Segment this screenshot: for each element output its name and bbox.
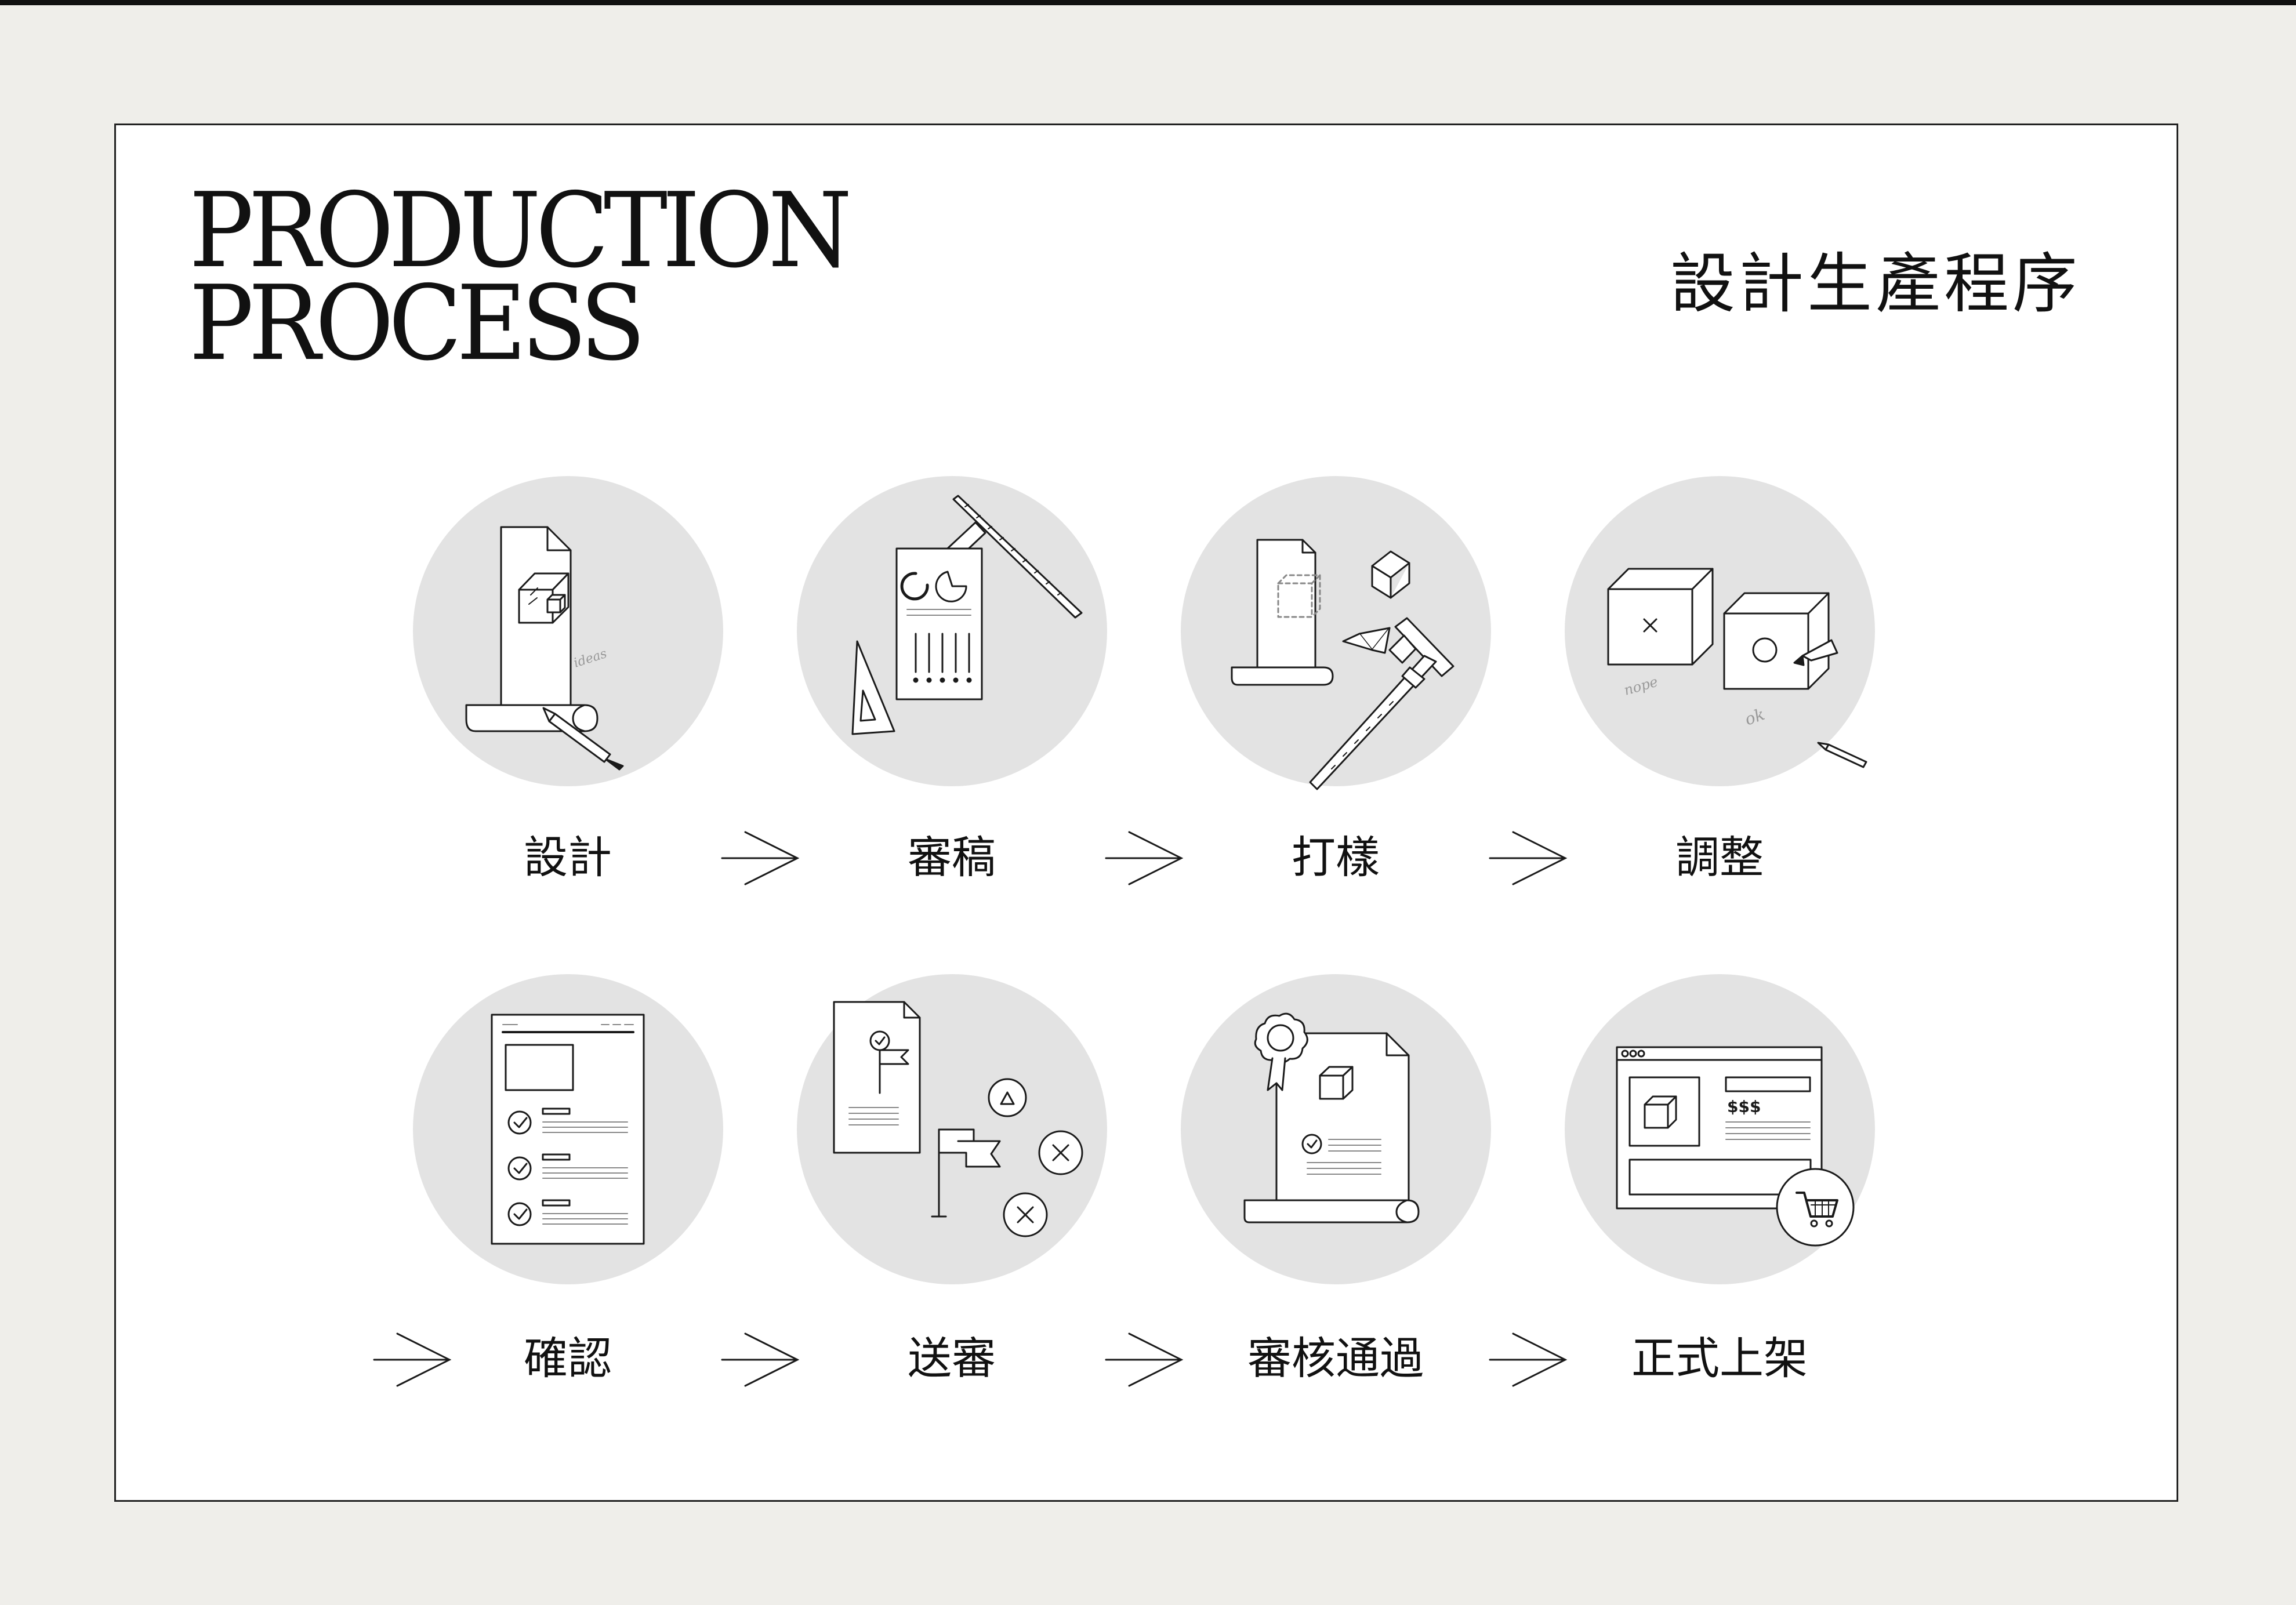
step-1-label: 設計	[524, 831, 612, 883]
arrow-icon	[1489, 1332, 1568, 1387]
design-document-cube-icon: ideas	[465, 526, 624, 771]
review-charts-ruler-icon	[851, 495, 1083, 735]
confirm-checklist-icon	[491, 1014, 645, 1245]
submit-flags-icon	[833, 1001, 1083, 1237]
arrow-icon	[721, 1332, 800, 1387]
approved-certificate-icon	[1243, 1012, 1420, 1223]
page-title-chinese: 設計生產程序	[1670, 246, 2081, 322]
step-2-label: 審稿	[908, 831, 996, 883]
title-line-2: PROCESS	[189, 263, 645, 383]
process-card	[114, 124, 2178, 1502]
step-4-label: 調整	[1675, 831, 1764, 883]
step-6-label: 送審	[908, 1332, 996, 1384]
step-3-circle	[1181, 476, 1491, 786]
title-line-1: PRODUCTION	[189, 170, 852, 291]
adjust-boxes-icon: nope ok	[1607, 568, 1867, 768]
page-title: PRODUCTION PROCESS	[189, 170, 852, 383]
step-7-label: 審核通過	[1247, 1332, 1424, 1384]
design-note-text: ideas	[572, 647, 608, 671]
arrow-icon	[1489, 831, 1568, 885]
top-border	[0, 0, 2296, 5]
arrow-icon	[1105, 1332, 1184, 1387]
step-5-label: 確認	[524, 1332, 612, 1384]
prototype-caliper-icon	[1231, 539, 1455, 790]
adjust-no-text: nope	[1622, 673, 1660, 698]
launch-webshop-cart-icon: $$$	[1616, 1046, 1855, 1247]
step-8-label: 正式上架	[1631, 1332, 1808, 1384]
arrow-icon	[1105, 831, 1184, 885]
price-text: $$$	[1727, 1097, 1761, 1116]
arrow-icon	[721, 831, 800, 885]
arrow-icon	[373, 1332, 452, 1387]
adjust-ok-text: ok	[1742, 705, 1767, 729]
step-3-label: 打樣	[1292, 831, 1380, 883]
